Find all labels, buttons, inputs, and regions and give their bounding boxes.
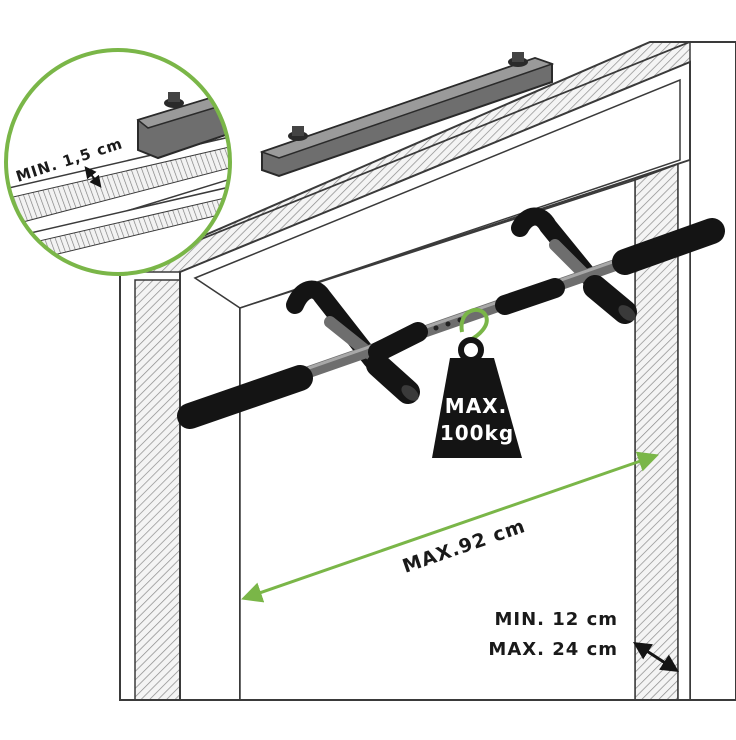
max-depth-label: MAX. 24 cm bbox=[488, 639, 618, 660]
right-grip bbox=[612, 218, 725, 275]
width-arrow bbox=[241, 451, 659, 603]
left-hook bbox=[286, 280, 381, 369]
right-hook bbox=[511, 207, 609, 299]
left-jamb-side bbox=[134, 279, 181, 701]
pullup-bar bbox=[177, 207, 725, 429]
weight-label-line2: 100kg bbox=[440, 421, 514, 445]
weight-label-line1: MAX. bbox=[445, 394, 507, 418]
left-grip bbox=[177, 365, 313, 429]
depth-dimension: MIN. 12 cm MAX. 24 cm bbox=[488, 609, 680, 672]
center-grip bbox=[495, 278, 565, 315]
depth-arrow bbox=[632, 642, 680, 672]
top-mount-bar bbox=[259, 52, 555, 178]
weight-icon: MAX. 100kg bbox=[432, 307, 522, 458]
min-depth-label: MIN. 12 cm bbox=[494, 609, 618, 630]
frame-inner-lintel bbox=[193, 78, 681, 309]
